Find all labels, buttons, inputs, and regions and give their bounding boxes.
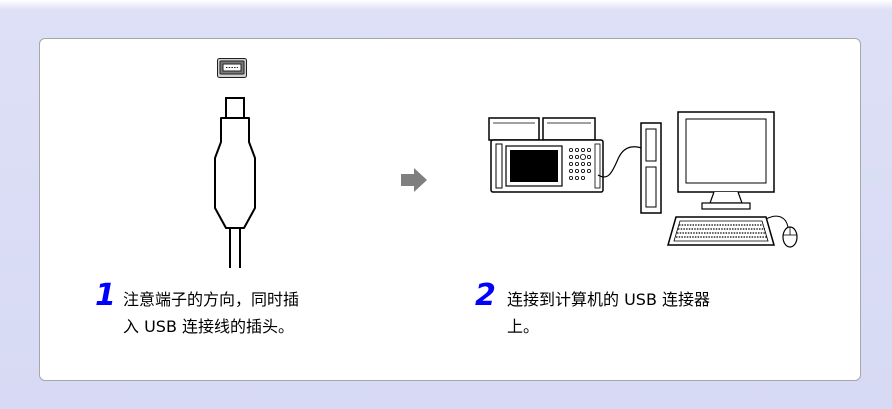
step-text-line: 注意端子的方向，同时插 [123,290,300,309]
desktop-computer-icon [640,111,798,248]
usb-mini-port-icon [217,58,247,78]
step-text-line: 上。 [507,317,540,336]
step-number: 1 [95,278,116,313]
usb-cable-icon [597,146,653,178]
step-text-line: 入 USB 连接线的插头。 [123,317,295,336]
usb-cable-plug-icon [214,97,256,268]
instruction-panel: 1 注意端子的方向，同时插 入 USB 连接线的插头。 2 连接到计算机的 US… [39,38,861,381]
step-text-line: 连接到计算机的 USB 连接器 [507,290,711,309]
step-number: 2 [475,278,496,313]
measuring-instrument-icon [488,117,604,193]
arrow-right-icon [401,168,427,192]
